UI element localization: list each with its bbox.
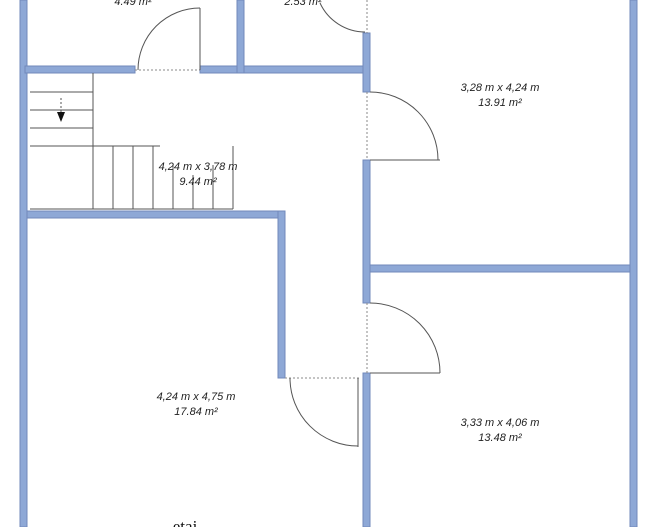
room-area: 17.84 m²	[174, 406, 218, 418]
wall-right-rooms	[369, 264, 631, 273]
room-dimensions: 3,33 m x 4,06 m	[461, 417, 540, 429]
wall-closet	[236, 0, 245, 74]
room-dimensions: 3,28 m x 4,24 m	[461, 82, 540, 94]
room-area: 9.44 m²	[179, 176, 217, 188]
doors	[135, 0, 441, 447]
wall-top-2	[199, 65, 243, 74]
wall-hall-2	[362, 159, 371, 304]
wall-top-1	[24, 65, 136, 74]
wall-right	[629, 0, 638, 527]
room-dimensions: 4,24 m x 4,75 m	[157, 391, 236, 403]
room-area: 13.48 m²	[478, 432, 522, 444]
room-area: 2.53 m²	[283, 0, 322, 8]
door-top-middle	[319, 0, 368, 33]
wall-hall-3	[362, 372, 371, 527]
room-dimensions: 4,24 m x 3,78 m	[159, 161, 238, 173]
stairs	[30, 73, 234, 210]
walls	[19, 0, 638, 527]
room-area: 4.49 m²	[114, 0, 152, 8]
room-area: 13.91 m²	[478, 97, 522, 109]
wall-living-right	[277, 210, 286, 379]
wall-stairs-bottom	[26, 210, 286, 219]
wall-hall-1	[362, 32, 371, 93]
door-living	[285, 377, 360, 447]
door-top-left	[135, 7, 201, 71]
room-labels: 4.49 m² 2.53 m² 3,28 m x 4,24 m 13.91 m²…	[114, 0, 539, 527]
arrow-down-icon	[57, 112, 65, 122]
wall-left	[19, 0, 28, 527]
door-right-lower	[366, 302, 441, 374]
door-right-upper	[366, 91, 440, 161]
wall-top-3	[241, 65, 364, 74]
floor-label: etaj	[173, 517, 198, 527]
